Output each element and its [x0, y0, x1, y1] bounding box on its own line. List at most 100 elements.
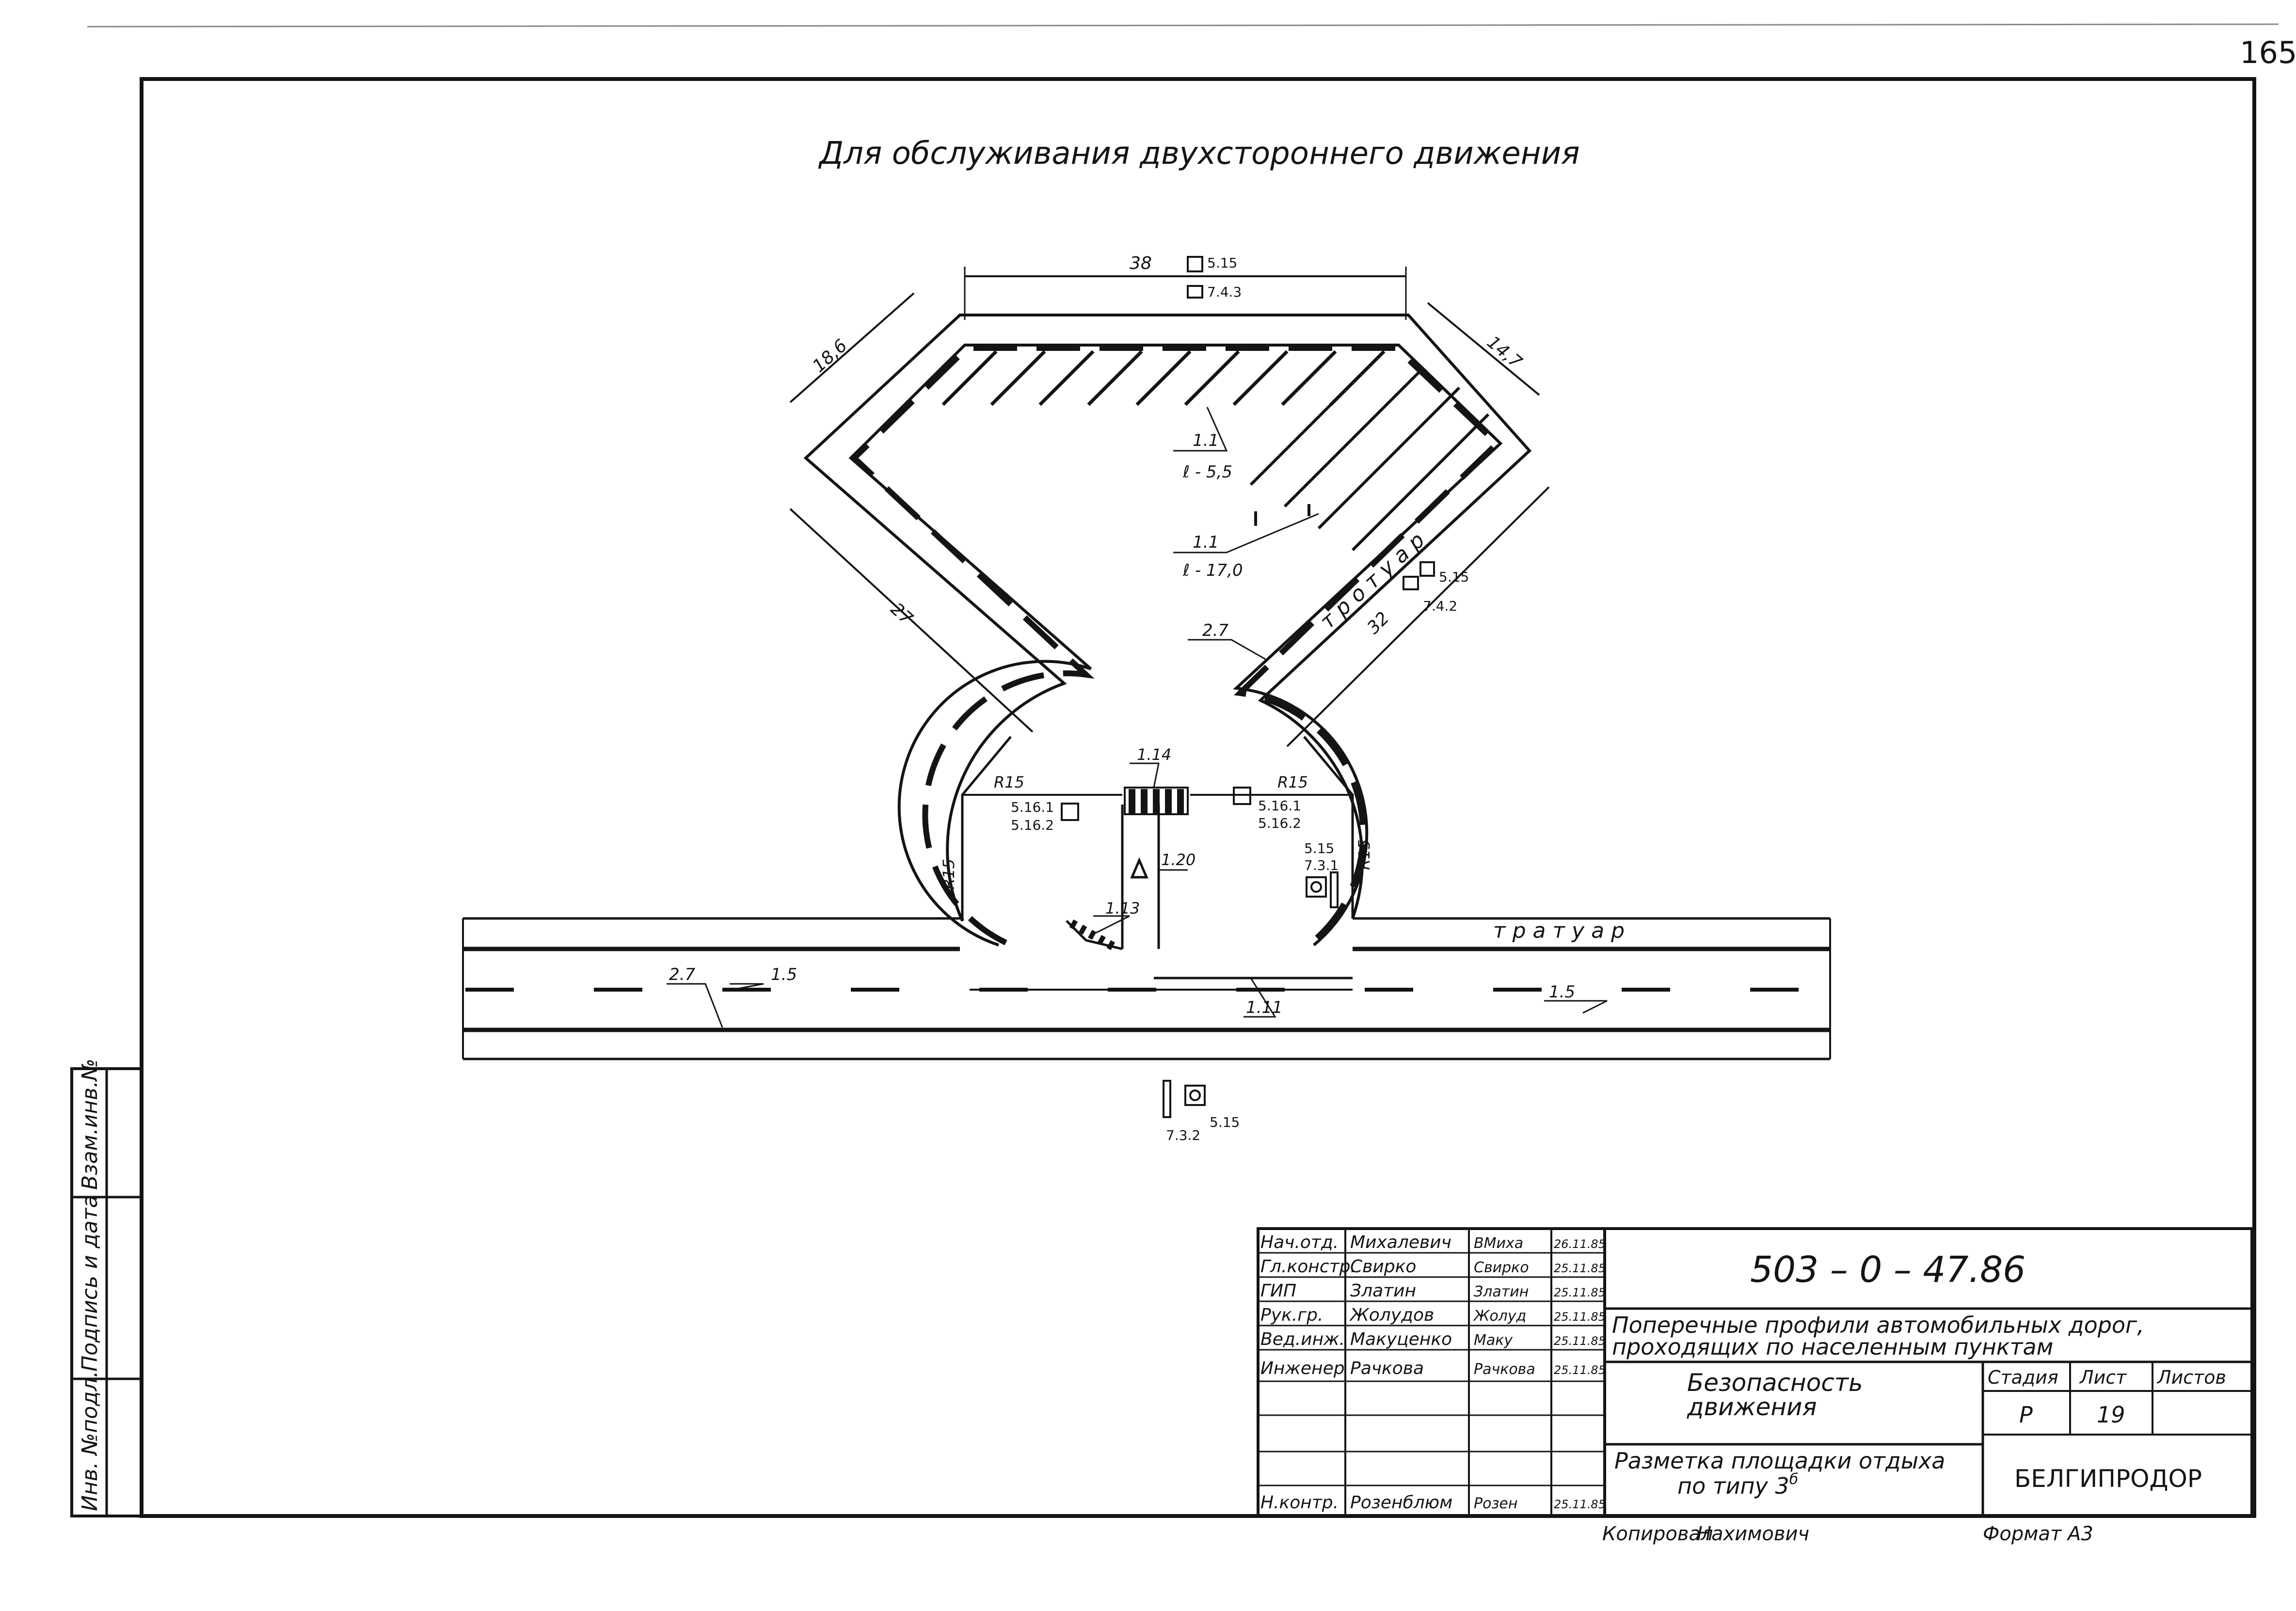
label-edge-upper: 2.7: [1202, 621, 1228, 640]
sign-label-right-a: 5.15: [1439, 569, 1469, 585]
sign-label-left-island-b: 5.16.2: [1011, 817, 1054, 833]
parking-area: [803, 314, 1532, 949]
sign-label-top-b: 7.4.3: [1207, 284, 1242, 300]
label-stop-line: 1.20: [1161, 851, 1196, 869]
page-number: 165: [2240, 35, 2296, 70]
tb-row-10-name: Розенблюм: [1350, 1493, 1452, 1513]
hatching-top: [941, 350, 1386, 406]
sign-label-right-b: 7.4.2: [1423, 598, 1457, 614]
tb-row-6-role: Инженер: [1260, 1358, 1345, 1378]
dim-left-lower: 27: [887, 599, 917, 629]
parking-stalls: [1249, 352, 1490, 552]
sign-right-island-icon: [1233, 787, 1251, 805]
tb-row-5-name: Макуценко: [1350, 1329, 1452, 1349]
tb-row-10-sign: Розен: [1474, 1495, 1517, 1512]
sidewalk-label-road: т р а т у а р: [1493, 918, 1625, 943]
sign-top-icon: [1187, 256, 1203, 272]
dim-top-width: 38: [1130, 253, 1152, 273]
tb-row-3-date: 25.11.85: [1554, 1286, 1606, 1299]
dim-right-lower: 32: [1363, 608, 1393, 638]
copied-by: Нахимович: [1697, 1523, 1809, 1545]
tb-row-4-sign: Жолуд: [1473, 1308, 1526, 1325]
organization-name: БЕЛГИПРОДОР: [2014, 1465, 2202, 1493]
sign-label-left-island-a: 5.16.1: [1011, 799, 1054, 815]
tb-row-6-sign: Рачкова: [1474, 1361, 1535, 1378]
main-road: [462, 917, 1831, 1060]
section-title-line-2: движения: [1687, 1393, 1817, 1421]
copied-label: Копировал: [1602, 1523, 1713, 1545]
leader-lines: [667, 407, 1608, 1028]
sheet-header: Лист: [2079, 1367, 2127, 1388]
tb-row-4-role: Рук.гр.: [1260, 1305, 1323, 1325]
dim-left-upper: 18,6: [809, 336, 851, 377]
tb-row-1-date: 26.11.85: [1554, 1237, 1606, 1251]
document-code: 503 – 0 – 47.86: [1750, 1249, 2025, 1291]
sign-top-plate-icon: [1187, 285, 1203, 299]
project-title-line-1: Поперечные профили автомобильных дорог,: [1612, 1312, 2144, 1338]
sign-label-right-island-a: 5.16.1: [1258, 798, 1301, 814]
sheet-trim-line: [87, 23, 2279, 28]
tb-row-2-role: Гл.констр.: [1260, 1257, 1356, 1277]
label-radius-left-side: R15: [940, 859, 958, 889]
label-hatch-1: 1.1: [1193, 431, 1219, 450]
label-radius-right-top: R15: [1277, 773, 1308, 791]
tb-row-5-date: 25.11.85: [1554, 1334, 1606, 1348]
sign-bottom-icon: [1184, 1085, 1206, 1106]
stage-header: Стадия: [1988, 1367, 2058, 1388]
dimension-lines: [789, 267, 1550, 747]
sheets-header: Листов: [2156, 1367, 2226, 1388]
sheet-value: 19: [2097, 1402, 2125, 1428]
label-radius-right-side: R15: [1355, 839, 1373, 870]
label-road-axis-left: 1.5: [771, 965, 797, 984]
give-way-triangle-icon: [1130, 857, 1148, 879]
side-strip-sign-label: Подпись и дата: [78, 1195, 102, 1372]
sign-left-island-icon: [1061, 803, 1079, 821]
label-road-edge: 2.7: [669, 965, 695, 984]
drawing-title: Для обслуживания двухстороннего движения: [818, 136, 1580, 172]
tb-row-5-sign: Маку: [1474, 1332, 1513, 1349]
label-hatch-2-length: ℓ - 17,0: [1182, 561, 1243, 580]
label-road-axis-right: 1.5: [1549, 982, 1575, 1002]
side-strip-inv-label: Инв. №подл.: [78, 1371, 102, 1511]
tb-row-3-role: ГИП: [1260, 1281, 1296, 1301]
sign-right-side-icon: [1306, 876, 1327, 898]
road-signs: [1061, 256, 1435, 1118]
tb-row-6-date: 25.11.85: [1554, 1363, 1606, 1377]
crosswalk-marking: [1124, 787, 1189, 815]
tb-row-1-name: Михалевич: [1350, 1232, 1451, 1252]
tb-row-4-date: 25.11.85: [1554, 1310, 1606, 1324]
tb-row-6-name: Рачкова: [1350, 1358, 1424, 1378]
drawing-frame: [140, 77, 2256, 1518]
sheet-title-line-1: Разметка площадки отдыха: [1614, 1448, 1945, 1474]
sign-bottom-plate-icon: [1163, 1080, 1171, 1118]
label-crosswalk: 1.14: [1137, 745, 1171, 764]
paper-format: Формат А3: [1983, 1523, 2093, 1545]
tb-row-2-name: Свирко: [1350, 1257, 1416, 1277]
sign-label-right-side-b: 7.3.1: [1304, 857, 1339, 873]
tb-row-3-name: Златин: [1350, 1281, 1416, 1301]
stage-value: Р: [2019, 1402, 2033, 1428]
section-title-line-1: Безопасность: [1687, 1369, 1863, 1397]
side-strip-replace-label: Взам.инв.№: [78, 1058, 102, 1190]
label-hatch-2: 1.1: [1193, 533, 1219, 552]
sign-right-icon: [1419, 561, 1435, 577]
tb-row-1-sign: ВМиха: [1474, 1235, 1523, 1252]
label-radius-left-top: R15: [994, 773, 1024, 791]
sign-right-plate-icon: [1403, 576, 1419, 590]
project-title-line-2: проходящих по населенным пунктам: [1612, 1334, 2053, 1360]
tb-row-2-sign: Свирко: [1474, 1259, 1529, 1276]
title-block: [1257, 1227, 2253, 1517]
label-triangles: 1.13: [1105, 899, 1140, 917]
tb-row-2-date: 25.11.85: [1554, 1262, 1606, 1275]
tb-row-1-role: Нач.отд.: [1260, 1232, 1339, 1252]
tb-row-10-date: 25.11.85: [1554, 1498, 1606, 1511]
tb-row-5-role: Вед.инж.: [1260, 1329, 1345, 1349]
tb-row-10-role: Н.контр.: [1260, 1493, 1339, 1513]
sheet-title-line-2: по типу 3б: [1677, 1471, 1798, 1499]
label-hatch-1-length: ℓ - 5,5: [1182, 462, 1232, 482]
side-stamp-strip: Инв. №подл. Подпись и дата Взам.инв.№: [70, 1058, 143, 1517]
tb-row-3-sign: Златин: [1474, 1283, 1529, 1300]
tb-row-4-name: Жолудов: [1349, 1305, 1434, 1325]
sign-label-right-island-b: 5.16.2: [1258, 815, 1301, 831]
